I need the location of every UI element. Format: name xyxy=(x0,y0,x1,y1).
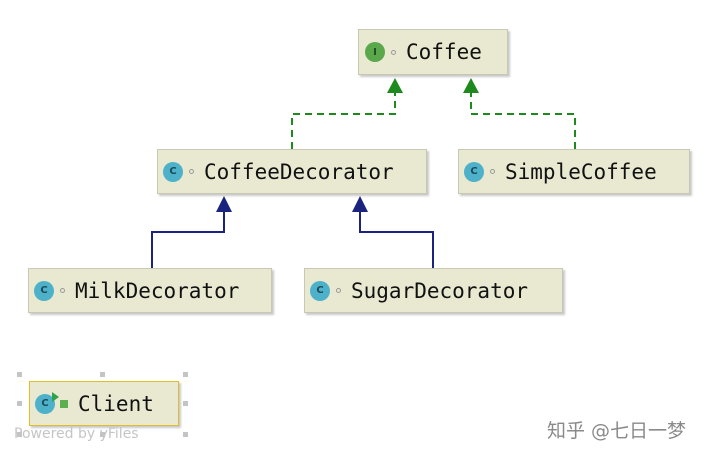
implements-arrowhead-icon xyxy=(387,78,403,93)
visibility-icon xyxy=(60,288,65,293)
node-label: Client xyxy=(78,391,154,416)
resize-handle[interactable] xyxy=(100,432,105,437)
resize-handle[interactable] xyxy=(17,401,22,406)
node-milk-decorator[interactable]: C MilkDecorator xyxy=(28,268,272,313)
resize-handle[interactable] xyxy=(17,372,22,377)
resize-handle[interactable] xyxy=(100,372,105,377)
run-marker-icon xyxy=(52,391,59,402)
visibility-icon xyxy=(391,49,396,55)
node-label: CoffeeDecorator xyxy=(204,159,394,184)
class-icon: C xyxy=(464,161,484,182)
visibility-icon xyxy=(189,169,194,174)
class-icon: C xyxy=(310,280,330,301)
edge-coffeedecorator-implements-coffee xyxy=(291,92,396,149)
node-label: SugarDecorator xyxy=(351,278,529,303)
node-coffee-decorator[interactable]: C CoffeeDecorator xyxy=(157,149,427,194)
class-icon: C xyxy=(163,161,183,182)
interface-icon: I xyxy=(365,42,385,62)
powered-by-label: Powered by yFiles xyxy=(14,426,139,442)
edge-simplecoffee-implements-coffee xyxy=(470,92,576,149)
visibility-icon xyxy=(490,169,495,174)
resize-handle[interactable] xyxy=(183,432,188,437)
runnable-class-icon: C xyxy=(35,391,59,414)
node-label: Coffee xyxy=(406,40,482,64)
extends-arrowhead-icon xyxy=(216,196,232,212)
resize-handle[interactable] xyxy=(183,401,188,406)
visibility-icon xyxy=(336,288,341,293)
node-sugar-decorator[interactable]: C SugarDecorator xyxy=(304,268,563,313)
watermark: 知乎 @七日一梦 xyxy=(547,420,687,442)
node-client[interactable]: C Client xyxy=(29,381,179,426)
main-method-icon xyxy=(60,399,68,408)
edge-sugardecorator-extends-coffeedecorator xyxy=(359,212,434,268)
extends-arrowhead-icon xyxy=(352,196,368,212)
node-label: MilkDecorator xyxy=(75,278,240,303)
resize-handle[interactable] xyxy=(183,372,188,377)
resize-handle[interactable] xyxy=(17,432,22,437)
node-label: SimpleCoffee xyxy=(505,159,657,184)
node-simple-coffee[interactable]: C SimpleCoffee xyxy=(458,149,690,194)
implements-arrowhead-icon xyxy=(463,78,479,93)
node-coffee[interactable]: I Coffee xyxy=(358,29,508,75)
class-icon: C xyxy=(34,280,54,301)
edge-milkdecorator-extends-coffeedecorator xyxy=(151,212,225,268)
